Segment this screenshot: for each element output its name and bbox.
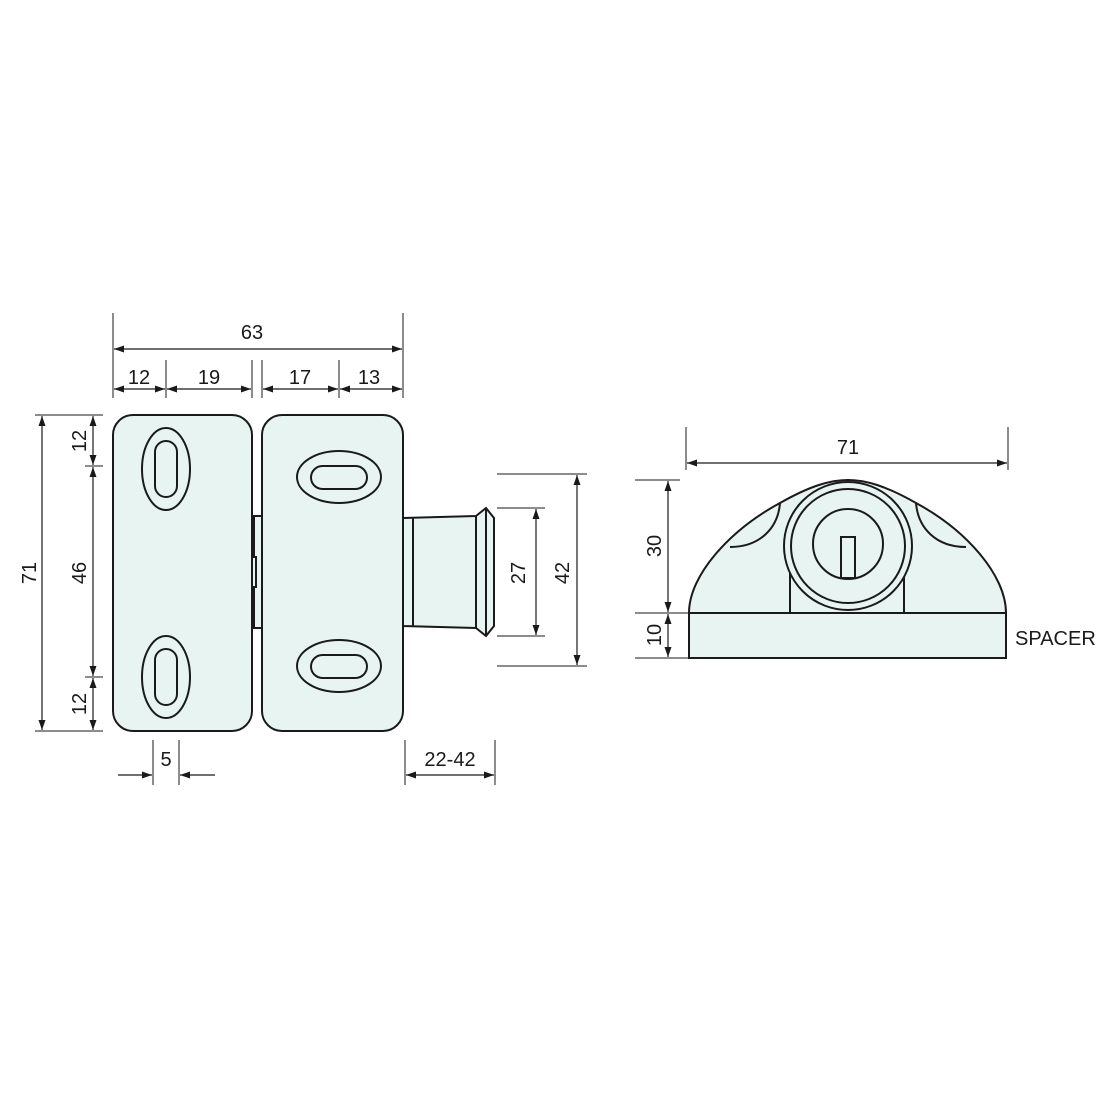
slot-outer	[141, 635, 191, 719]
dim-height-2: 46	[69, 562, 91, 584]
slot-outer	[141, 427, 191, 511]
dim-gap: 5	[160, 749, 171, 771]
dim-spacer-height: 10	[644, 624, 666, 646]
spacer-label: SPACER	[1015, 628, 1096, 650]
dim-height-3: 12	[69, 693, 91, 715]
dim-width-3: 17	[289, 367, 311, 389]
slot-hole	[310, 465, 368, 490]
slot-outer	[296, 639, 382, 693]
dim-plunger-diameter: 27	[508, 562, 530, 584]
key-slot	[840, 536, 856, 579]
plunger	[402, 506, 495, 638]
dim-width-2: 19	[198, 367, 220, 389]
dim-overall-height: 71	[19, 562, 41, 584]
slot-hole	[154, 440, 178, 498]
lock-cylinder-outer	[783, 481, 913, 611]
dim-width-1: 12	[128, 367, 150, 389]
slot-hole	[310, 654, 368, 679]
right-lock-body	[261, 414, 404, 732]
dim-overall-width: 63	[241, 322, 263, 344]
dim-side-width: 71	[837, 437, 859, 459]
side-view: SPACER 71 30 10	[635, 427, 1096, 659]
dim-width-4: 13	[358, 367, 380, 389]
dim-plunger-span: 42	[552, 562, 574, 584]
dim-travel: 22-42	[424, 749, 475, 771]
dim-side-height: 30	[644, 535, 666, 557]
slot-outer	[296, 450, 382, 504]
dim-height-1: 12	[69, 430, 91, 452]
front-view: 63 12 19 17 13 71 12 46 12 5 22-42 27	[19, 313, 587, 785]
spacer	[688, 612, 1007, 659]
left-mounting-plate	[112, 414, 253, 732]
slot-hole	[154, 648, 178, 706]
